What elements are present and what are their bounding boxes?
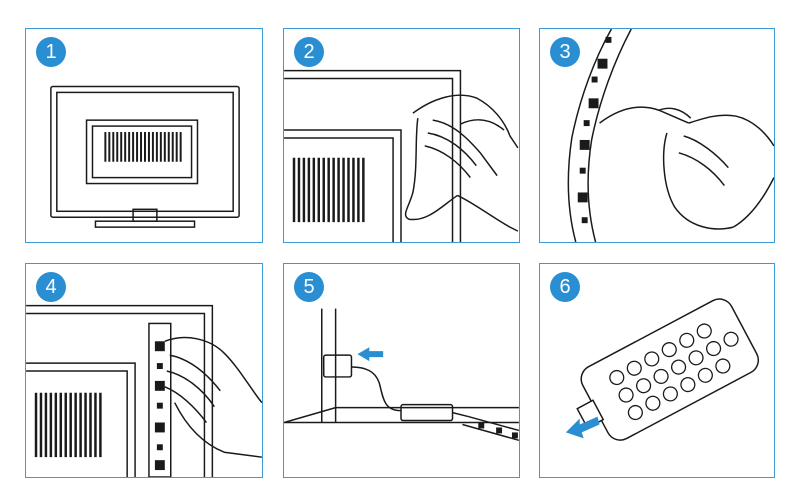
step-panel-3: 3	[539, 28, 775, 243]
peel-backing-icon	[567, 29, 774, 242]
press-strip-icon	[26, 304, 262, 477]
remote-control-icon	[565, 298, 760, 441]
step-number-badge: 3	[550, 37, 580, 67]
step-number-badge: 4	[36, 272, 66, 302]
tv-icon	[50, 85, 240, 228]
step-number-badge: 2	[294, 37, 324, 67]
step-panel-1: 1	[25, 28, 263, 243]
step-number-badge: 5	[294, 272, 324, 302]
step-panel-2: 2	[283, 28, 520, 243]
step-panel-4: 4	[25, 263, 263, 478]
step-panel-6: 6	[539, 263, 775, 478]
step-number-badge: 1	[36, 37, 66, 67]
wipe-surface-icon	[284, 69, 519, 242]
usb-plug-icon	[284, 308, 519, 442]
step-panel-5: 5	[283, 263, 520, 478]
step-number-badge: 6	[550, 272, 580, 302]
